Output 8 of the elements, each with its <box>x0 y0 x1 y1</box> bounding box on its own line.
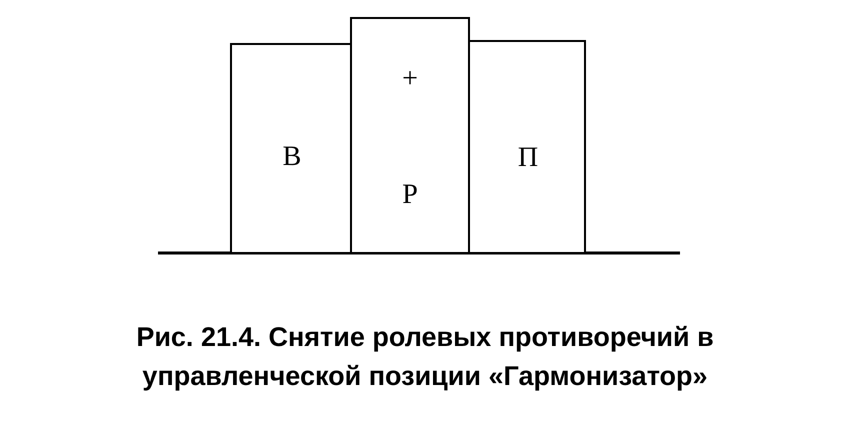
rectangle-label: + <box>402 65 418 93</box>
role-rectangle <box>230 43 352 254</box>
role-rectangle <box>350 17 470 254</box>
rectangle-label: П <box>518 144 538 172</box>
figure-caption: Рис. 21.4. Снятие ролевых противоречий в управленческой позиции «Гармонизатор» <box>135 321 715 393</box>
role-rectangle <box>468 40 586 254</box>
rectangle-label: В <box>282 143 302 171</box>
rectangle-label: Р <box>402 181 418 209</box>
